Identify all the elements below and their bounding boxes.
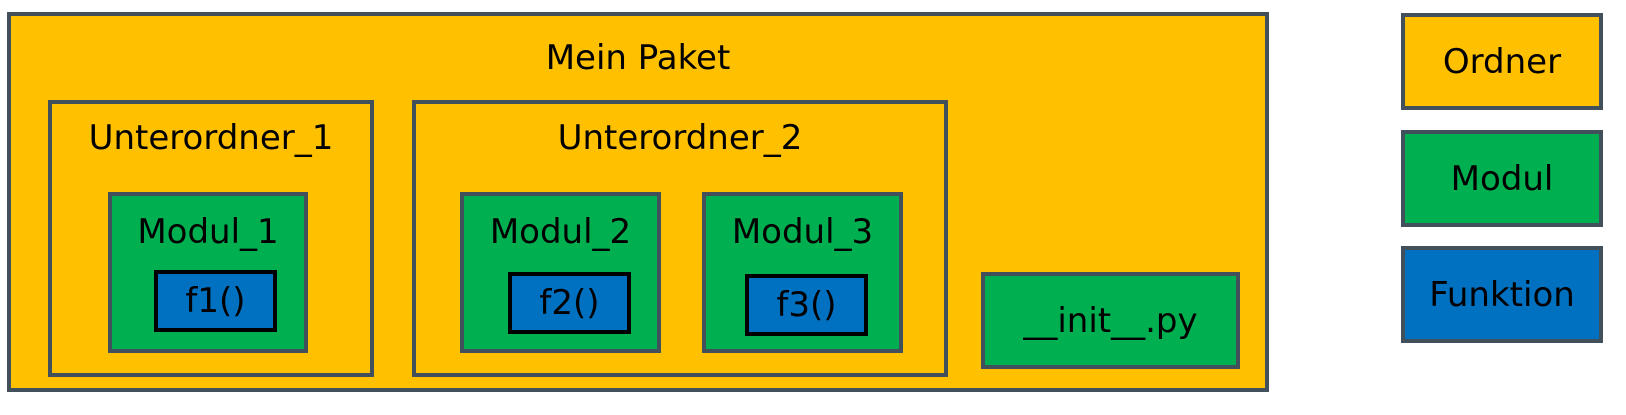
init-file-box: __init__.py <box>981 272 1240 369</box>
module-3-box: Modul_3 f3() <box>702 192 903 353</box>
subfolder-1-box: Unterordner_1 Modul_1 f1() <box>48 100 374 377</box>
function-f1-label: f1() <box>185 281 246 321</box>
subfolder-1-title: Unterordner_1 <box>88 118 334 158</box>
package-title: Mein Paket <box>545 38 731 78</box>
package-box: Mein Paket Unterordner_1 Modul_1 f1() Un… <box>7 12 1269 392</box>
function-f3-box: f3() <box>745 274 868 336</box>
legend-label-funktion: Funktion <box>1429 274 1575 315</box>
legend-item-funktion: Funktion <box>1401 246 1603 343</box>
function-f3-label: f3() <box>776 285 837 325</box>
init-file-label: __init__.py <box>1023 300 1198 341</box>
subfolder-2-title: Unterordner_2 <box>557 118 803 158</box>
legend-label-modul: Modul <box>1450 158 1554 199</box>
function-f2-label: f2() <box>539 283 600 323</box>
legend-label-ordner: Ordner <box>1442 41 1562 82</box>
subfolder-2-box: Unterordner_2 Modul_2 f2() Modul_3 f3() <box>412 100 948 377</box>
module-2-box: Modul_2 f2() <box>460 192 661 353</box>
function-f1-box: f1() <box>154 270 277 332</box>
legend-item-modul: Modul <box>1401 130 1603 227</box>
function-f2-box: f2() <box>508 272 631 334</box>
module-1-box: Modul_1 f1() <box>108 192 308 353</box>
module-3-title: Modul_3 <box>731 212 874 252</box>
legend-item-ordner: Ordner <box>1401 13 1603 110</box>
module-2-title: Modul_2 <box>489 212 632 252</box>
module-1-title: Modul_1 <box>137 212 279 252</box>
